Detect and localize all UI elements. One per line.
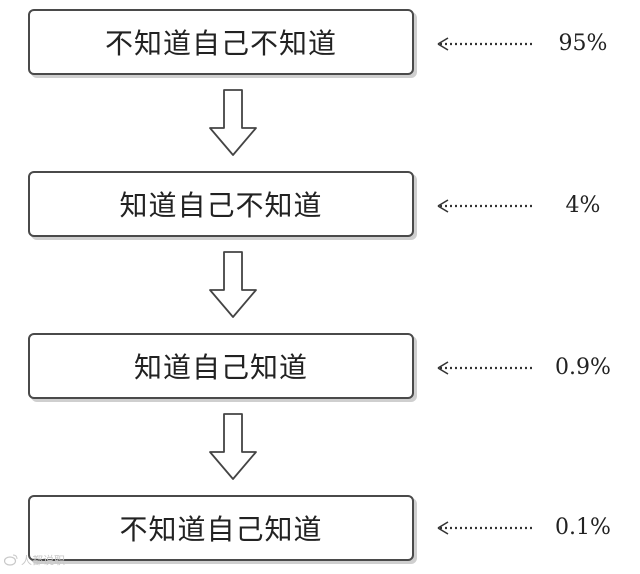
percent-label-3: 0.9% <box>555 355 611 380</box>
hollow-down-arrow-icon <box>209 89 257 156</box>
level-box-3: 知道自己知道 <box>28 333 414 399</box>
hollow-down-arrow-icon <box>209 413 257 480</box>
level-label-1: 不知道自己不知道 <box>104 27 337 60</box>
hollow-down-arrow-icon <box>209 251 257 318</box>
weibo-logo-icon <box>4 554 18 566</box>
percent-label-2: 4% <box>565 193 601 218</box>
dotted-left-arrow-icon <box>437 37 534 51</box>
dotted-left-arrow-icon <box>437 199 534 213</box>
percent-label-4: 0.1% <box>555 515 611 540</box>
watermark-text: 人都说职 <box>21 554 65 567</box>
percent-label-1: 95% <box>558 31 608 56</box>
dotted-left-arrow-icon <box>437 521 534 535</box>
dotted-left-arrow-icon <box>437 361 534 375</box>
level-label-4: 不知道自己知道 <box>119 513 323 546</box>
level-label-3: 知道自己知道 <box>133 351 308 384</box>
level-box-4: 不知道自己知道 <box>28 495 414 561</box>
watermark: 人都说职 <box>4 552 65 568</box>
level-box-1: 不知道自己不知道 <box>28 9 414 75</box>
level-box-2: 知道自己不知道 <box>28 171 414 237</box>
level-label-2: 知道自己不知道 <box>119 189 323 222</box>
